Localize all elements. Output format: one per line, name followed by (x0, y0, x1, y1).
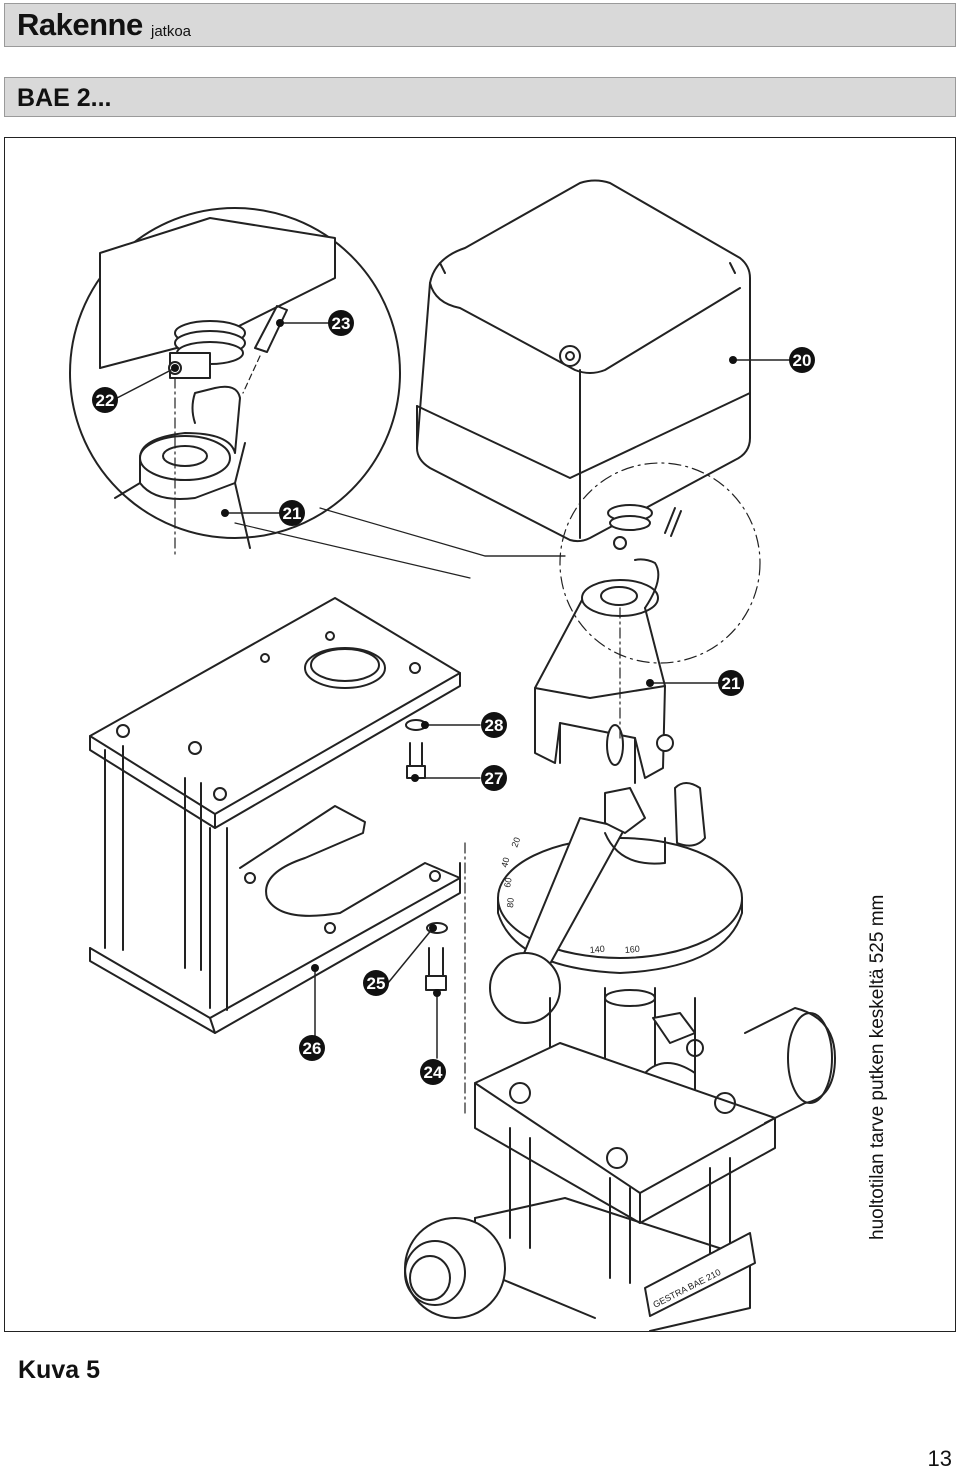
figure-caption: Kuva 5 (18, 1356, 100, 1384)
svg-text:24: 24 (424, 1063, 443, 1082)
callout-21-detail: 21 (279, 500, 305, 526)
svg-text:20: 20 (793, 351, 812, 370)
svg-text:27: 27 (485, 769, 504, 788)
svg-text:26: 26 (303, 1039, 322, 1058)
callout-28: 28 (481, 712, 507, 738)
section-title: BAE 2... (17, 84, 112, 112)
page-title-suffix: jatkoa (151, 23, 192, 40)
dial-tick-label: 40 (499, 856, 511, 868)
dial-tick-label: 20 (509, 836, 522, 849)
svg-text:23: 23 (332, 314, 351, 333)
callout-27: 27 (481, 765, 507, 791)
svg-text:22: 22 (96, 391, 115, 410)
service-space-note: huoltotilan tarve putken keskeltä 525 mm (867, 894, 888, 1240)
callouts: 20 21 22 23 21 28 27 25 26 24 (92, 310, 815, 1085)
detail-arm-21 (114, 385, 251, 549)
dial-tick-label: 60 (502, 877, 514, 889)
svg-text:21: 21 (283, 504, 302, 523)
actuator-20 (416, 179, 751, 543)
dial-tick-label: 160 (624, 944, 640, 955)
page-number: 13 (927, 1446, 952, 1471)
callout-21: 21 (718, 670, 744, 696)
figure-frame: 20 40 60 80 140 160 GESTRA BAE 210 20 21… (4, 137, 956, 1332)
callout-26: 26 (299, 1035, 325, 1061)
detail-circle (69, 207, 401, 539)
detail-marker-circle (559, 462, 761, 664)
handle-knob (489, 952, 561, 1024)
main-coupling (607, 504, 682, 550)
svg-text:21: 21 (722, 674, 741, 693)
dial-tick-label: 80 (505, 897, 516, 908)
callout-22: 22 (92, 387, 118, 413)
svg-text:28: 28 (485, 716, 504, 735)
arm-21 (534, 558, 674, 784)
pin-23 (254, 305, 288, 353)
valve-body (404, 782, 836, 1332)
section-bar: BAE 2... (4, 77, 956, 117)
page-title: Rakenne (17, 7, 143, 42)
nameplate (644, 1232, 756, 1317)
svg-text:25: 25 (367, 974, 386, 993)
detail-coupling (168, 320, 246, 379)
dial-tick-label: 140 (589, 944, 605, 955)
screw-27 (405, 719, 427, 779)
callout-20: 20 (789, 347, 815, 373)
callout-23: 23 (328, 310, 354, 336)
callout-25: 25 (363, 970, 389, 996)
mounting-bracket-26 (89, 597, 461, 1034)
callout-24: 24 (420, 1059, 446, 1085)
exploded-view-drawing: 20 40 60 80 140 160 GESTRA BAE 210 20 21… (69, 179, 836, 1332)
dial-scale: 20 40 60 80 140 160 (499, 836, 640, 955)
title-bar: Rakenne jatkoa (4, 3, 956, 47)
